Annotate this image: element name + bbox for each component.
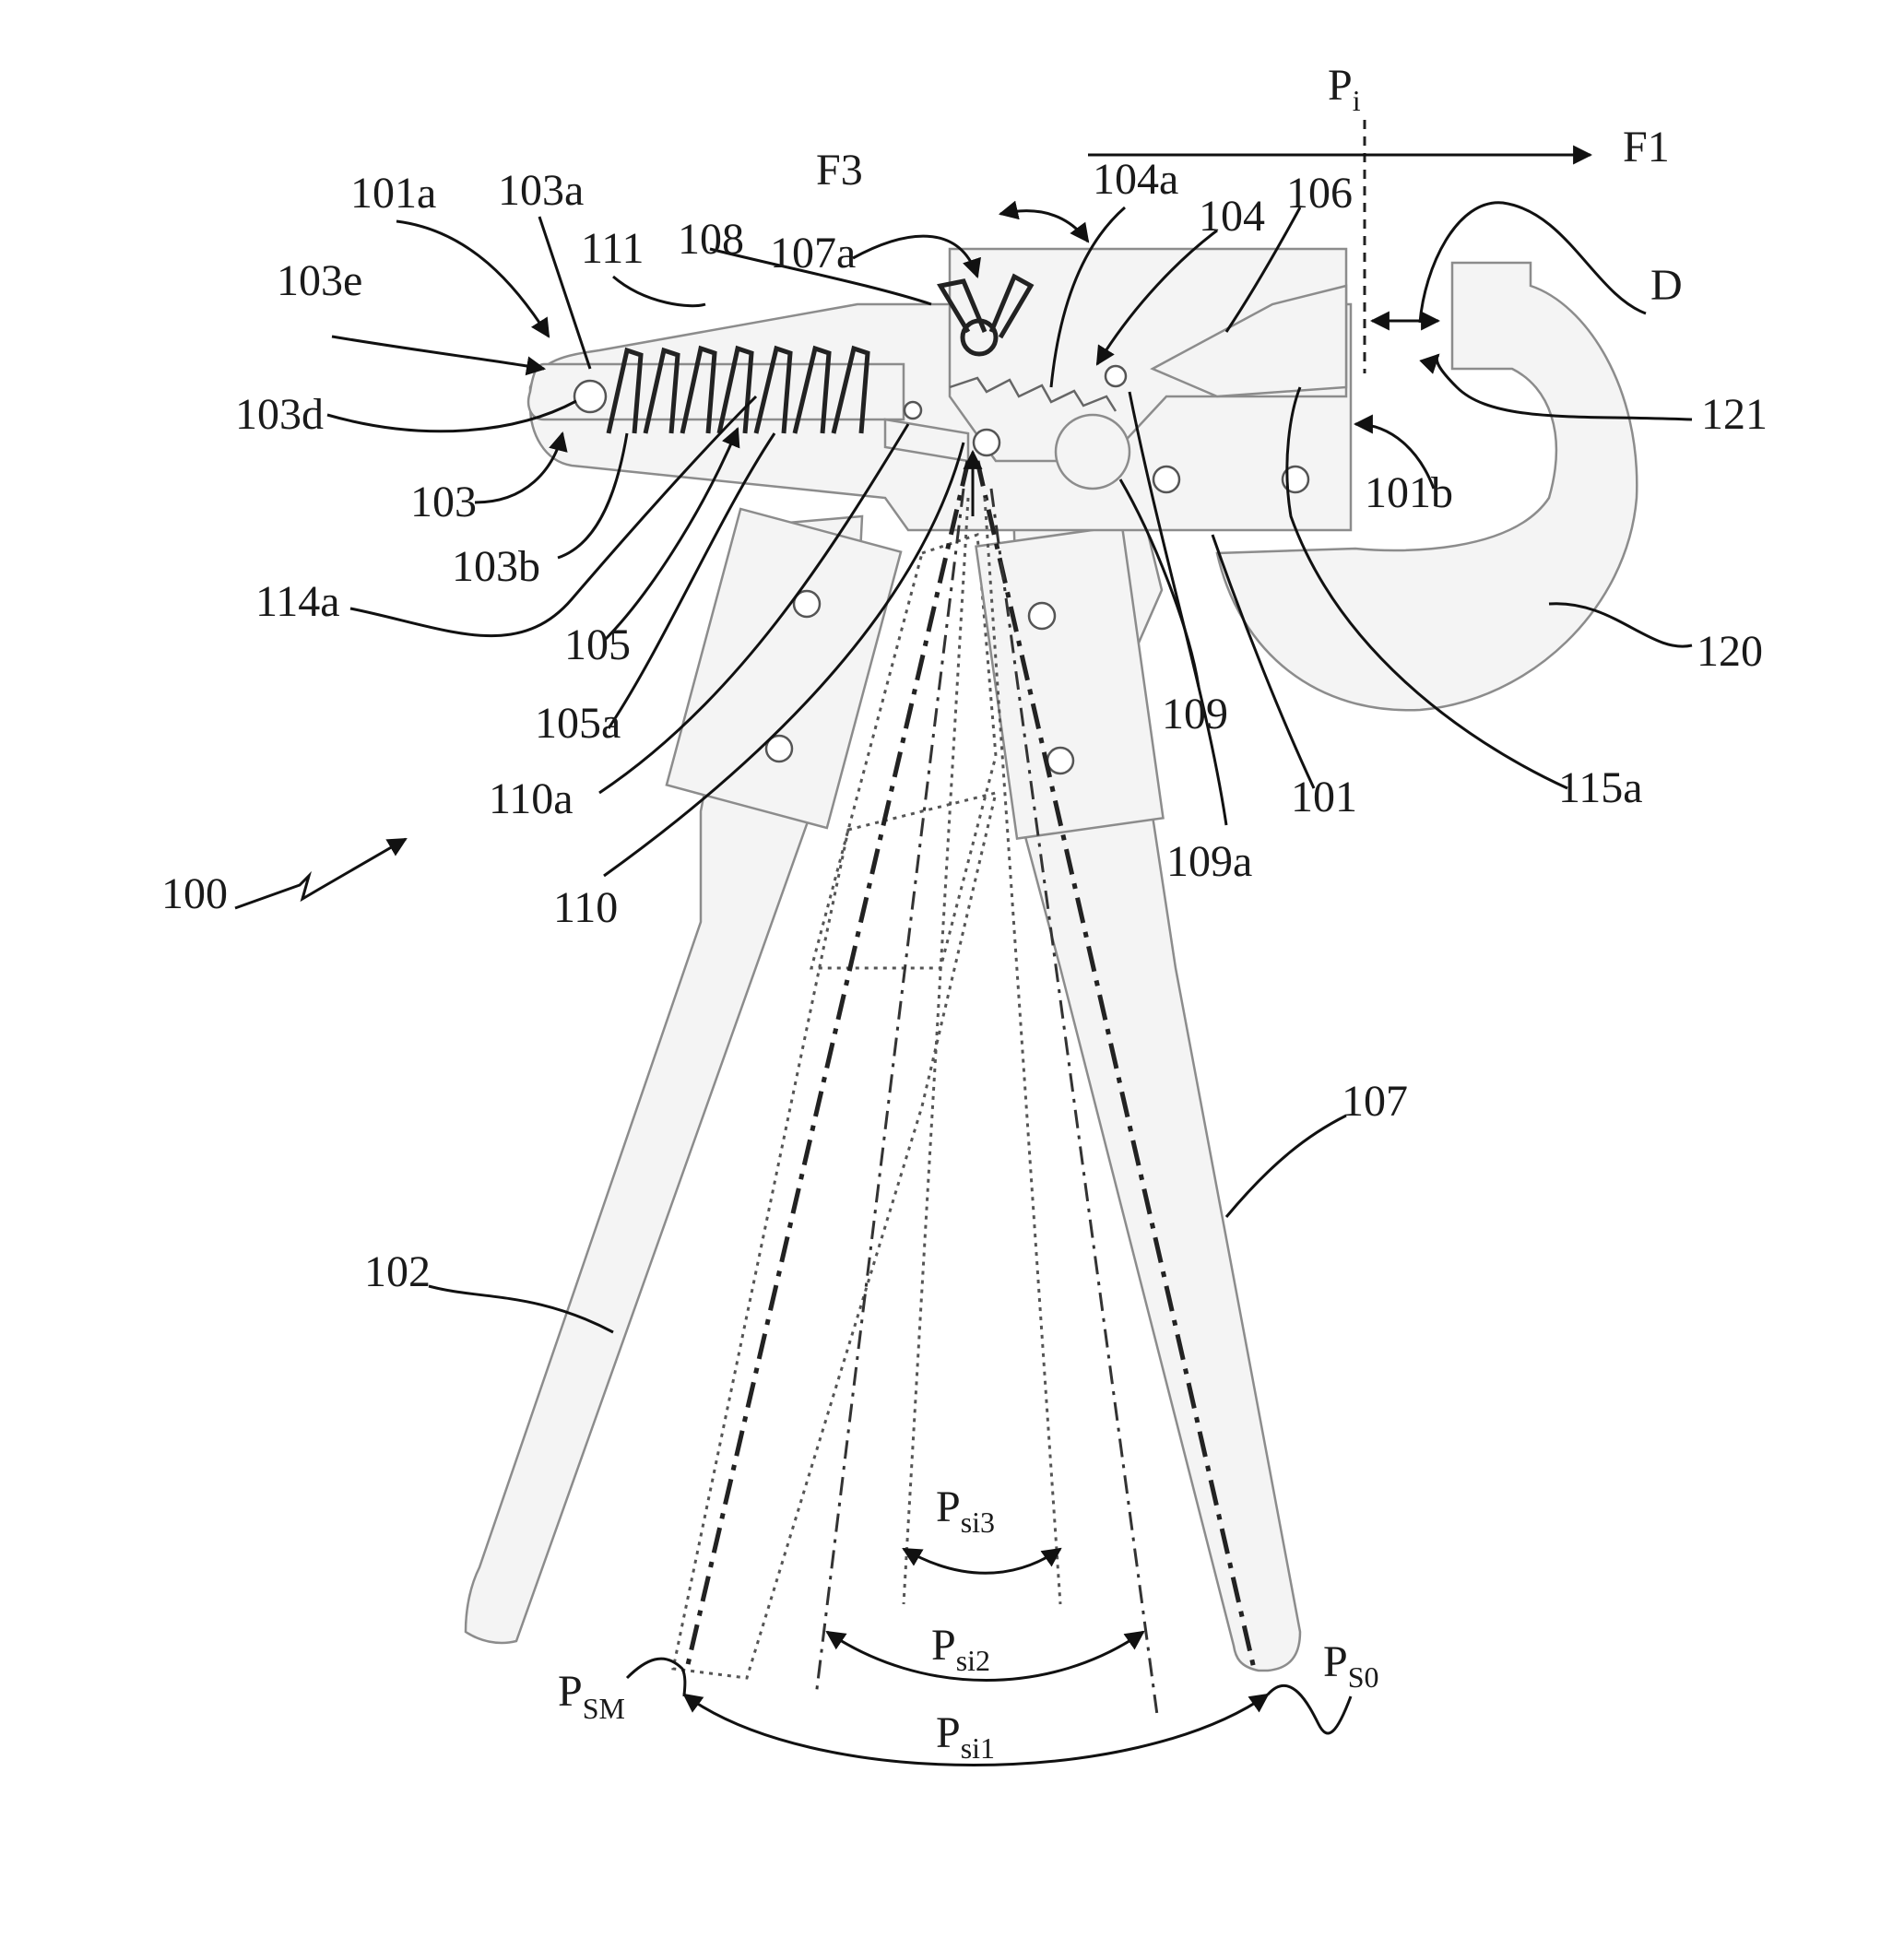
label-101a: 101a	[350, 169, 436, 218]
label-107: 107	[1342, 1077, 1408, 1126]
label-105: 105	[564, 620, 631, 669]
pin-109a	[1106, 366, 1126, 386]
label-102: 102	[364, 1247, 431, 1296]
label-114a: 114a	[255, 577, 340, 626]
label-F3: F3	[816, 146, 863, 195]
label-103: 103	[410, 478, 477, 526]
label-109: 109	[1162, 690, 1228, 738]
leader-PS0	[1268, 1685, 1351, 1733]
label-110a: 110a	[489, 774, 574, 823]
leader-103e	[332, 337, 544, 369]
label-F1: F1	[1623, 123, 1670, 171]
label-111: 111	[581, 224, 644, 273]
leader-PSM	[627, 1659, 685, 1696]
leader-101a	[396, 221, 549, 337]
leader-107	[1226, 1116, 1346, 1217]
label-121: 121	[1701, 390, 1768, 439]
label-Pi: Pi	[1328, 61, 1361, 117]
label-Psi3: Psi3	[936, 1482, 995, 1539]
label-120: 120	[1697, 627, 1763, 676]
label-105a: 105a	[535, 699, 621, 748]
pin-body-1	[1153, 467, 1179, 492]
label-D: D	[1650, 261, 1683, 310]
label-PSM: PSM	[558, 1667, 625, 1725]
label-104: 104	[1199, 192, 1265, 241]
pin-main	[974, 430, 999, 455]
label-Psi1: Psi1	[936, 1708, 995, 1765]
pin-lever-1	[1029, 603, 1055, 629]
pin-103d	[574, 381, 606, 412]
label-109a: 109a	[1166, 837, 1252, 886]
label-108: 108	[678, 215, 744, 264]
arrow-F3	[1000, 211, 1088, 242]
label-101: 101	[1291, 773, 1357, 821]
label-103e: 103e	[277, 256, 362, 305]
leader-111	[613, 277, 705, 306]
label-103b: 103b	[452, 542, 540, 591]
arc-Psi3	[904, 1549, 1060, 1573]
pivot-109	[1056, 415, 1129, 489]
position-line-Psi3-left	[904, 498, 968, 1604]
label-107a: 107a	[770, 229, 856, 278]
label-100: 100	[161, 869, 228, 918]
label-104a: 104a	[1093, 155, 1178, 204]
label-103a: 103a	[498, 166, 584, 215]
pin-105a	[905, 402, 921, 419]
label-101b: 101b	[1365, 468, 1453, 517]
label-103d: 103d	[235, 390, 324, 439]
label-110: 110	[553, 883, 618, 932]
label-PS0: PS0	[1323, 1637, 1379, 1694]
handle-plate-left	[667, 509, 901, 828]
leader-100	[235, 839, 406, 908]
label-Psi2: Psi2	[931, 1621, 990, 1677]
label-115a: 115a	[1558, 763, 1643, 812]
label-106: 106	[1286, 169, 1353, 218]
pin-lever-2	[1047, 748, 1073, 774]
